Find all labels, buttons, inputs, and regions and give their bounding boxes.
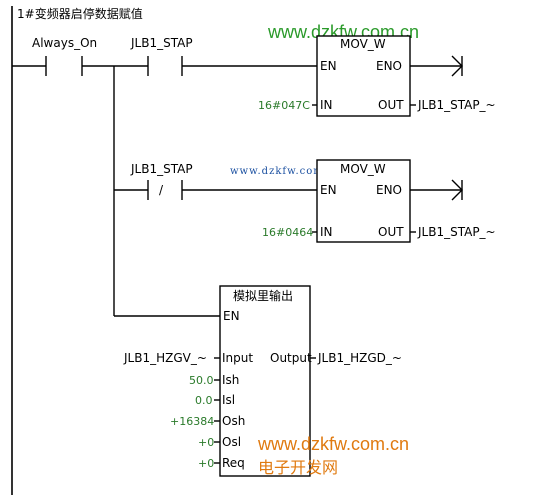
analog-pin-input: Input	[222, 351, 253, 365]
watermark-middle-bg	[228, 164, 340, 178]
watermark-middle: www.dzkfw.com.cn	[230, 166, 342, 177]
analog-input-pins: Input Ish Isl Osh Osl Req	[222, 351, 253, 470]
mov2-eno-pin: ENO	[376, 183, 402, 197]
watermark-bottom-cn: 电子开发网	[258, 458, 338, 477]
analog-osl-value[interactable]: +0	[198, 436, 214, 449]
contact-jlb1-stap-no[interactable]	[147, 56, 183, 76]
analog-en-pin: EN	[223, 309, 240, 323]
mov1-out-value[interactable]: JLB1_STAP_~	[417, 98, 496, 112]
analog-name: 模拟里输出	[233, 288, 293, 303]
mov1-name: MOV_W	[340, 37, 386, 51]
mov1-out-pin: OUT	[378, 98, 404, 112]
analog-input-value[interactable]: JLB1_HZGV_~	[123, 351, 207, 365]
contact-jlb1-stap-no-label: JLB1_STAP	[130, 36, 193, 50]
mov2-name: MOV_W	[340, 162, 386, 176]
analog-pin-osl: Osl	[222, 435, 241, 449]
analog-pin-osh: Osh	[222, 414, 245, 428]
analog-isl-value[interactable]: 0.0	[195, 394, 213, 407]
mov-w-block-2[interactable]	[316, 159, 411, 243]
network-title: 1#变频器启停数据赋值	[17, 6, 143, 21]
analog-req-value[interactable]: +0	[198, 457, 214, 470]
contact-always-on-label: Always_On	[32, 36, 97, 50]
analog-input-stubs	[214, 357, 220, 464]
mov1-in-value[interactable]: 16#047C	[258, 99, 310, 112]
analog-pin-isl: Isl	[222, 393, 235, 407]
mov2-in-value[interactable]: 16#0464	[262, 226, 313, 239]
mov2-out-value[interactable]: JLB1_STAP_~	[417, 225, 496, 239]
analog-output-value[interactable]: JLB1_HZGD_~	[317, 351, 402, 365]
mov1-in-pin: IN	[320, 98, 333, 112]
analog-ish-value[interactable]: 50.0	[189, 374, 214, 387]
analog-pin-ish: Ish	[222, 373, 239, 387]
analog-pin-req: Req	[222, 456, 245, 470]
analog-output-block[interactable]	[219, 285, 311, 477]
contact-nc-symbol: /	[159, 183, 164, 197]
contact-jlb1-stap-nc[interactable]	[147, 180, 183, 200]
contact-always-on[interactable]	[45, 56, 83, 76]
mov1-eno-pin: ENO	[376, 59, 402, 73]
eno-arrow-icon	[451, 179, 463, 201]
mov2-out-pin: OUT	[378, 225, 404, 239]
analog-output-pin: Output	[270, 351, 312, 365]
analog-osh-value[interactable]: +16384	[170, 415, 214, 428]
contact-jlb1-stap-nc-label: JLB1_STAP	[130, 162, 193, 176]
watermark-bottom-url: www.dzkfw.com.cn	[257, 434, 409, 454]
eno-arrow-icon	[451, 55, 463, 77]
mov2-in-pin: IN	[320, 225, 333, 239]
mov-w-block-1[interactable]	[316, 35, 411, 117]
mov1-en-pin: EN	[320, 59, 337, 73]
mov2-en-pin: EN	[320, 183, 337, 197]
